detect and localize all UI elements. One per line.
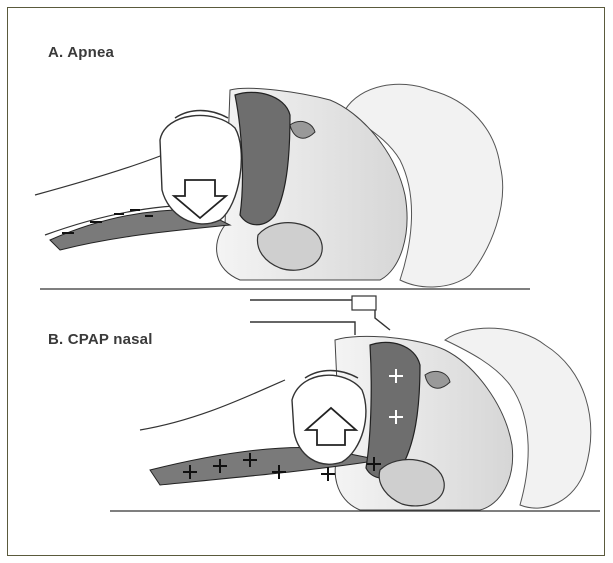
cpap-connector [352, 296, 376, 310]
panel-b-drawing [110, 296, 600, 511]
panel-a-drawing [35, 84, 530, 289]
panel-a-neck-line [35, 150, 175, 195]
panel-b-neck-line [140, 380, 285, 430]
cpap-tube-bottom [250, 322, 355, 335]
plus-sign [321, 467, 335, 481]
